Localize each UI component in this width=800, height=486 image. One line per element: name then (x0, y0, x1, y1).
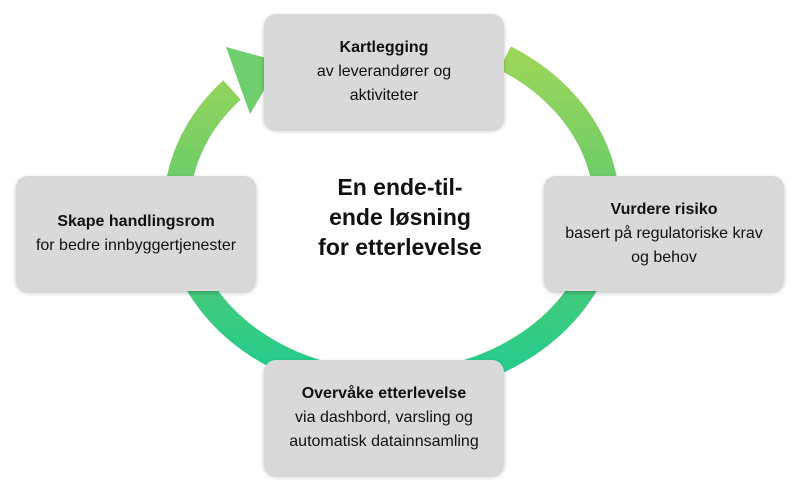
center-title-line: ende løsning (329, 204, 471, 230)
step-title: Overvåke etterlevelse (301, 384, 467, 402)
step-description-line: basert på regulatoriske krav (565, 224, 763, 242)
step-vurdere-risiko-box: Vurdere risiko basert på regulatoriske k… (544, 176, 784, 291)
step-description-line: av leverandører og (316, 62, 452, 80)
step-title: Vurdere risiko (610, 200, 718, 218)
step-title: Kartlegging (339, 38, 429, 56)
step-description-line: aktiviteter (349, 86, 419, 104)
center-title-line: En ende-til- (337, 174, 463, 200)
step-handlingsrom-box: Skape handlingsrom for bedre innbyggertj… (16, 176, 256, 291)
center-title: En ende-til- ende løsning for etterlevel… (280, 172, 520, 262)
step-description-line: for bedre innbyggertjenester (35, 236, 237, 254)
step-description-line: og behov (631, 248, 697, 266)
step-description-line: via dashbord, varsling og (295, 408, 473, 426)
step-title: Skape handlingsrom (57, 212, 215, 230)
center-title-line: for etterlevelse (318, 234, 482, 260)
step-overvake-box: Overvåke etterlevelse via dashbord, vars… (264, 360, 504, 475)
step-description-line: automatisk datainnsamling (289, 432, 479, 450)
step-kartlegging-box: Kartlegging av leverandører og aktivitet… (264, 14, 504, 129)
